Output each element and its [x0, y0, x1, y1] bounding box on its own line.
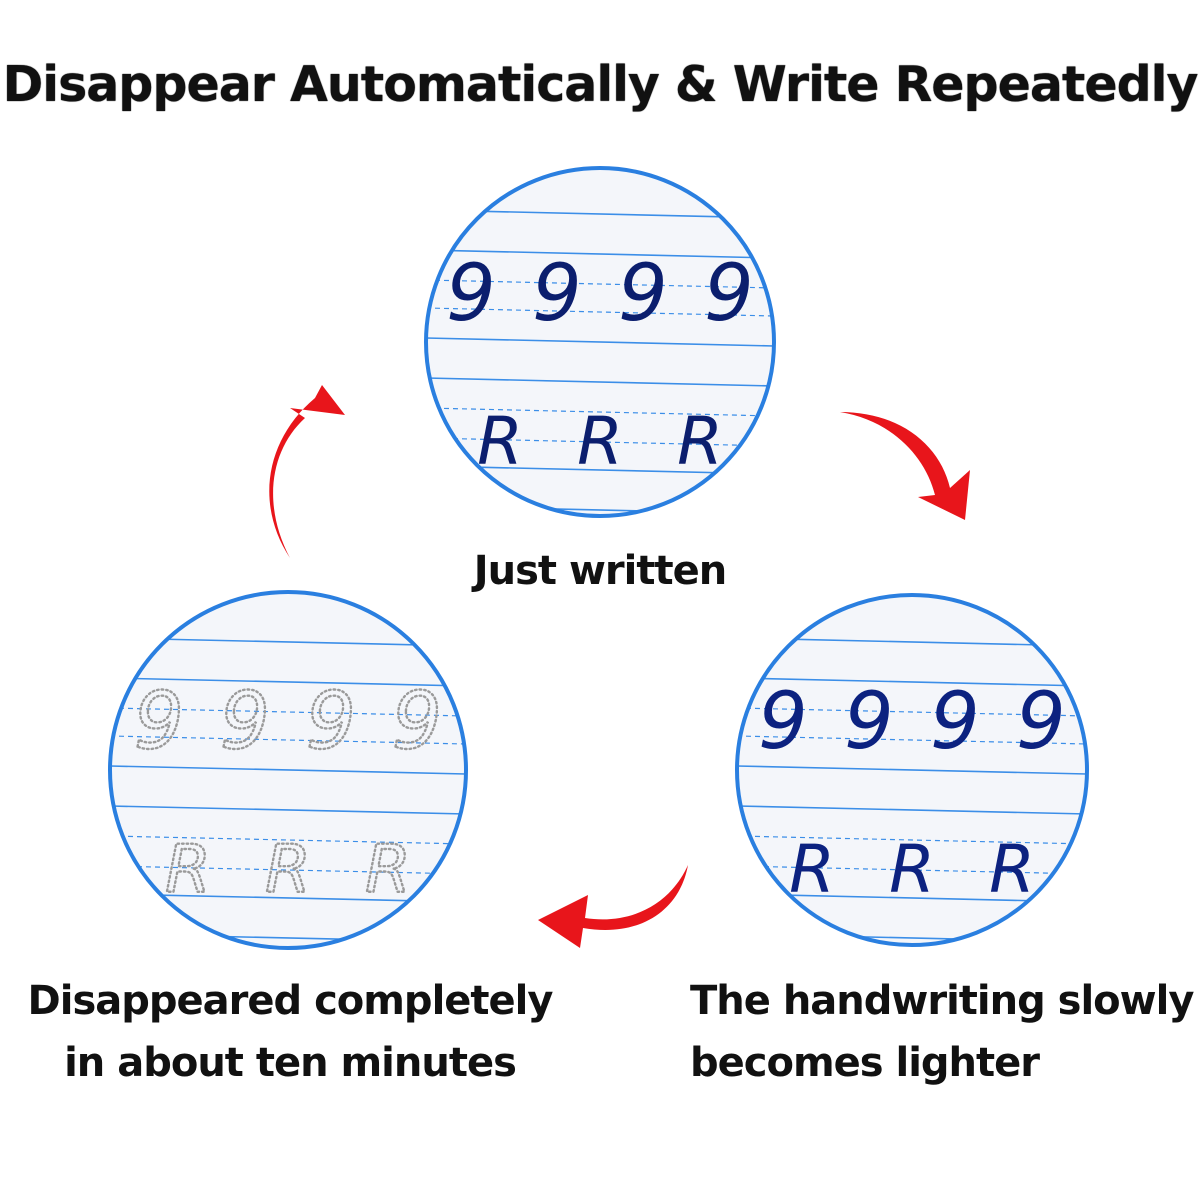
page-title: Disappear Automatically & Write Repeated…: [2, 56, 1199, 113]
caption-line: in about ten minutes: [64, 1040, 517, 1086]
practice-char: 9: [930, 677, 980, 767]
dashed-guide-line: [737, 735, 1087, 745]
practice-char: R: [477, 403, 523, 480]
ruled-line: [737, 765, 1087, 775]
practice-char: 9: [844, 677, 894, 767]
ruled-line: [426, 337, 774, 347]
caption-line: Just written: [473, 548, 727, 594]
ruled-line: [426, 377, 774, 387]
dashed-guide-line: [737, 835, 1087, 845]
ruled-line: [426, 249, 774, 259]
practice-char: R: [677, 403, 723, 480]
circle-frame: [735, 593, 1089, 947]
caption-disappeared: Disappeared completely in about ten minut…: [0, 970, 580, 1094]
dashed-guide-line: [426, 437, 774, 447]
dashed-guide-line: [737, 865, 1087, 875]
caption-line: Disappeared completely: [27, 978, 554, 1024]
practice-char: 9: [758, 677, 808, 767]
caption-line: becomes lighter: [690, 1040, 1040, 1086]
practice-char: R: [165, 831, 211, 908]
dashed-guide-line: [426, 279, 774, 289]
caption-just-written: Just written: [400, 540, 800, 602]
practice-char: 9: [446, 249, 496, 339]
arrow-right-to-left: [538, 865, 688, 948]
ruled-line: [110, 677, 466, 687]
circle-frame: [424, 166, 776, 518]
ruled-line: [737, 677, 1087, 687]
caption-fading: The handwriting slowly becomes lighter: [680, 970, 1200, 1094]
ruled-line: [737, 805, 1087, 815]
dashed-guide-line: [737, 707, 1087, 717]
practice-char: R: [365, 831, 411, 908]
practice-char: 9: [618, 249, 668, 339]
arrow-top-to-right: [840, 412, 970, 520]
ruled-line: [110, 765, 466, 775]
practice-char: R: [989, 831, 1035, 908]
practice-char: R: [577, 403, 623, 480]
practice-char: 9: [392, 677, 442, 767]
practice-char: 9: [704, 249, 754, 339]
practice-char: 9: [306, 677, 356, 767]
dashed-guide-line: [426, 407, 774, 417]
circle-frame: [108, 590, 468, 950]
arrow-left-to-top: [269, 385, 345, 558]
practice-char: R: [265, 831, 311, 908]
practice-char: R: [889, 831, 935, 908]
practice-char: 9: [1016, 677, 1066, 767]
ruled-line: [110, 805, 466, 815]
practice-char: 9: [532, 249, 582, 339]
dashed-guide-line: [426, 307, 774, 317]
practice-char: 9: [220, 677, 270, 767]
caption-line: The handwriting slowly: [690, 978, 1194, 1024]
practice-char: R: [789, 831, 835, 908]
practice-char: 9: [134, 677, 184, 767]
